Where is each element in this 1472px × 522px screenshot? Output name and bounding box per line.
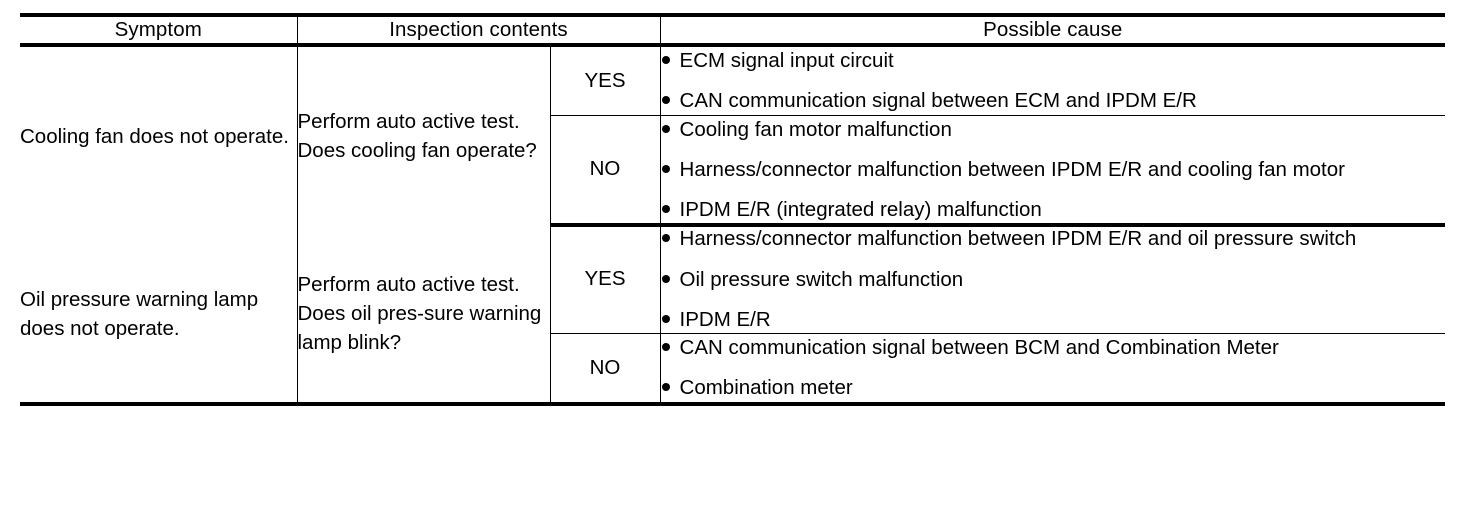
cause-cell: CAN communication signal between BCM and…: [659, 333, 1446, 406]
list-item: CAN communication signal between BCM and…: [661, 334, 1446, 361]
cause-list: ECM signal input circuit CAN communicati…: [661, 47, 1446, 115]
list-item: ECM signal input circuit: [661, 47, 1446, 74]
cause-cell: Harness/connector malfunction between IP…: [659, 225, 1446, 335]
answer-cell-yes: YES: [549, 45, 661, 116]
table-row: Oil pressure warning lamp does not opera…: [20, 225, 1446, 406]
answer-cell-no: NO: [549, 115, 661, 228]
cause-list: Cooling fan motor malfunction Harness/co…: [661, 116, 1446, 224]
column-header-inspection-contents: Inspection contents: [296, 12, 661, 48]
diagnostic-symptom-table: Symptom Inspection contents Possible cau…: [20, 12, 1446, 406]
table-header: Symptom Inspection contents Possible cau…: [20, 12, 1446, 48]
table-row: NO CAN communication signal between BCM …: [20, 333, 1446, 406]
cause-cell: ECM signal input circuit CAN communicati…: [659, 45, 1446, 116]
list-item: Harness/connector malfunction between IP…: [661, 225, 1446, 252]
table-body: Cooling fan does not operate. Perform au…: [20, 45, 1446, 406]
column-header-possible-cause: Possible cause: [659, 12, 1446, 48]
list-item: IPDM E/R: [661, 306, 1446, 333]
inspection-cell: Perform auto active test. Does oil pres-…: [296, 225, 550, 406]
list-item: CAN communication signal between ECM and…: [661, 87, 1446, 114]
inspection-cell: Perform auto active test. Does cooling f…: [296, 45, 550, 226]
column-header-symptom: Symptom: [20, 12, 297, 48]
symptom-cell: Cooling fan does not operate.: [20, 45, 297, 226]
cause-cell: Cooling fan motor malfunction Harness/co…: [659, 115, 1446, 228]
list-item: Cooling fan motor malfunction: [661, 116, 1446, 143]
table-row: NO Cooling fan motor malfunction Harness…: [20, 115, 1446, 228]
list-item: Combination meter: [661, 374, 1446, 401]
cause-list: Harness/connector malfunction between IP…: [661, 225, 1446, 333]
table-row: Cooling fan does not operate. Perform au…: [20, 45, 1446, 226]
answer-cell-yes: YES: [549, 225, 661, 335]
symptom-cell: Oil pressure warning lamp does not opera…: [20, 225, 297, 406]
answer-cell-no: NO: [549, 333, 661, 406]
header-row: Symptom Inspection contents Possible cau…: [20, 12, 1446, 48]
list-item: Oil pressure switch malfunction: [661, 266, 1446, 293]
cause-list: CAN communication signal between BCM and…: [661, 334, 1446, 402]
list-item: Harness/connector malfunction between IP…: [661, 156, 1446, 183]
list-item: IPDM E/R (integrated relay) malfunction: [661, 196, 1446, 223]
